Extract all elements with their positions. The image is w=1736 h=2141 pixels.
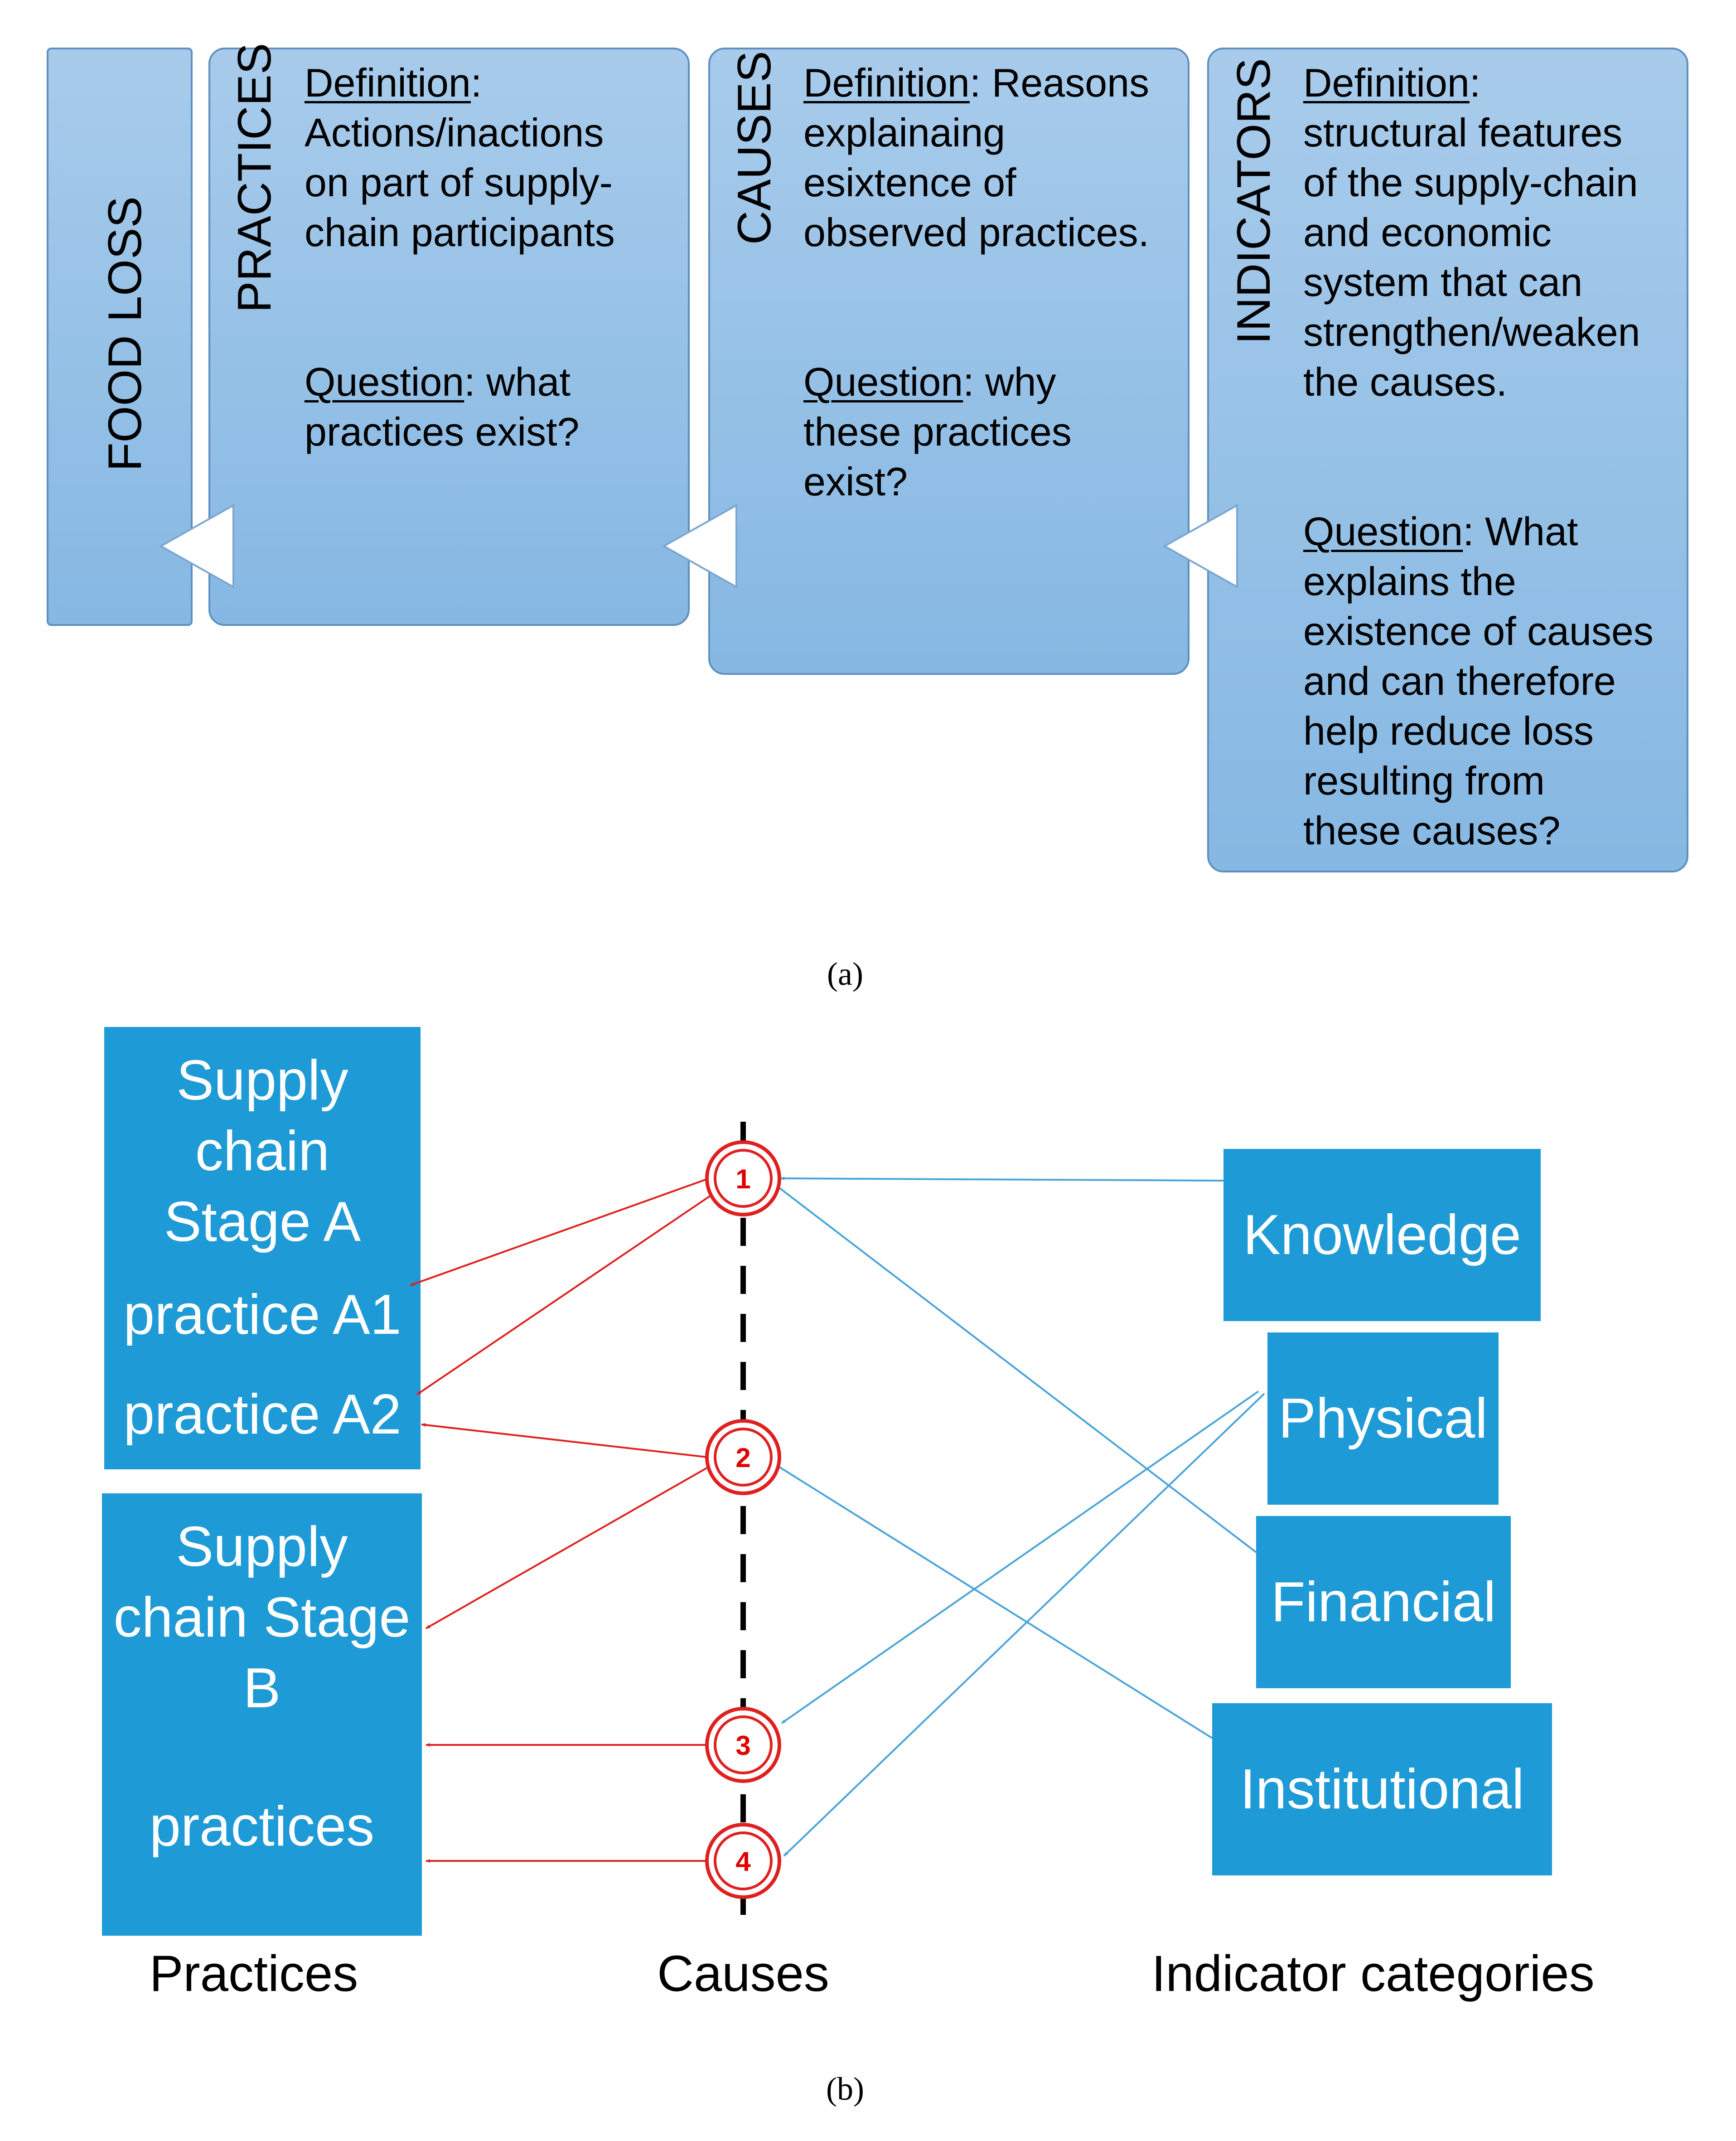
indicators-card (1207, 48, 1688, 872)
practices-def-line: chain participants (305, 210, 615, 255)
stage-b-practices: practices (149, 1795, 375, 1858)
physical-box: Physical (1267, 1332, 1499, 1505)
causes-text: Definition: Reasons explainaing esixtenc… (803, 58, 1184, 507)
stage-a-title-line: Supply (176, 1049, 348, 1112)
indicators-q-line: explains the (1303, 559, 1516, 604)
indicators-def-line: of the supply-chain (1303, 160, 1638, 205)
causes-q-line: : why (963, 359, 1056, 404)
stage-a-title-line: chain (195, 1120, 330, 1182)
triangle-connector-2 (662, 504, 737, 589)
stage-b-title-line: B (243, 1657, 281, 1720)
indicators-def-line: strengthen/weaken (1303, 310, 1640, 354)
column-label-indicator-categories: Indicator categories (1151, 1945, 1595, 2002)
indicators-text: Definition: structural features of the s… (1303, 58, 1684, 856)
triangle-connector-3 (1162, 504, 1238, 589)
indicators-definition-label: Definition (1303, 60, 1470, 105)
indicators-def-line: and economic (1303, 210, 1552, 255)
arrow-financial-cause1 (775, 1184, 1257, 1553)
stage-b-title-line: chain Stage (113, 1586, 411, 1649)
cause-number: 3 (735, 1730, 750, 1761)
indicators-q-line: and can therefore (1303, 659, 1616, 703)
arrow-knowledge-cause1 (780, 1177, 1224, 1182)
indicators-def-line: system that can (1303, 260, 1583, 305)
subfigure-label-b: (b) (826, 2071, 864, 2107)
indicators-q-line: these causes? (1303, 808, 1561, 853)
indicators-q-line: : What (1463, 509, 1578, 554)
causes-q-line: exist? (803, 459, 908, 504)
practices-question-label: Question (305, 359, 464, 404)
subfigure-label-a: (a) (827, 956, 863, 992)
practices-def-line: Actions/inactions (305, 110, 604, 155)
causes-question-label: Question (803, 359, 963, 404)
causes-q-line: these practices (803, 409, 1072, 454)
arrow-physical-cause4 (783, 1393, 1265, 1857)
causes-card (708, 48, 1190, 675)
practices-definition-label: Definition (305, 60, 471, 105)
stage-b-title-line: Supply (176, 1516, 348, 1578)
triangle-connector-1 (159, 504, 234, 589)
column-label-practices: Practices (149, 1945, 358, 2002)
practices-def-line: on part of supply- (305, 160, 613, 205)
cause-circle-3: 3 (705, 1707, 781, 1783)
arrow-institutional-cause2 (775, 1464, 1213, 1739)
causes-definition-label: Definition (803, 60, 970, 105)
financial-box: Financial (1256, 1516, 1511, 1688)
arrow-cause1-practiceA1 (410, 1177, 710, 1286)
causes-def-line: explainaing (803, 110, 1006, 155)
practices-q-line: : what (464, 359, 571, 404)
causes-def-line: esixtence of (803, 160, 1016, 205)
institutional-box: Institutional (1212, 1703, 1552, 1875)
stage-a-box: Supply chain Stage A practice A1 practic… (104, 1027, 421, 1469)
cause-number: 4 (735, 1846, 751, 1877)
arrow-cause2-practiceA2 (421, 1423, 707, 1458)
practices-card (208, 48, 690, 626)
practices-def-line: : (470, 60, 482, 105)
food-loss-card (47, 48, 193, 626)
causes-def-line: observed practices. (803, 210, 1150, 255)
stage-a-title-line: Stage A (164, 1191, 361, 1253)
column-label-causes: Causes (657, 1945, 829, 2002)
indicators-question-label: Question (1303, 509, 1463, 554)
indicators-def-line: the causes. (1303, 359, 1508, 404)
stage-b-box: Supply chain Stage B practices (102, 1493, 422, 1936)
arrow-physical-cause3 (781, 1390, 1259, 1724)
indicators-def-line: : (1469, 60, 1481, 105)
practice-a2: practice A2 (123, 1383, 401, 1446)
indicators-q-line: existence of causes (1303, 609, 1654, 654)
practices-q-line: practices exist? (305, 409, 580, 454)
indicators-q-line: help reduce loss (1303, 708, 1594, 753)
indicators-def-line: structural features (1303, 110, 1623, 155)
cause-circle-4: 4 (705, 1823, 781, 1899)
practice-a1: practice A1 (123, 1284, 401, 1346)
knowledge-box: Knowledge (1223, 1149, 1541, 1321)
causes-def-line: : Reasons (969, 60, 1150, 105)
arrow-cause2-stageB (426, 1464, 713, 1629)
cause-number: 1 (735, 1164, 750, 1194)
arrow-cause1-practiceA2 (416, 1191, 717, 1395)
cause-circle-2: 2 (705, 1419, 781, 1495)
cause-number: 2 (735, 1443, 750, 1473)
practices-text: Definition: Actions/inactions on part of… (305, 58, 676, 457)
cause-circle-1: 1 (705, 1140, 781, 1216)
indicators-q-line: resulting from (1303, 758, 1545, 803)
